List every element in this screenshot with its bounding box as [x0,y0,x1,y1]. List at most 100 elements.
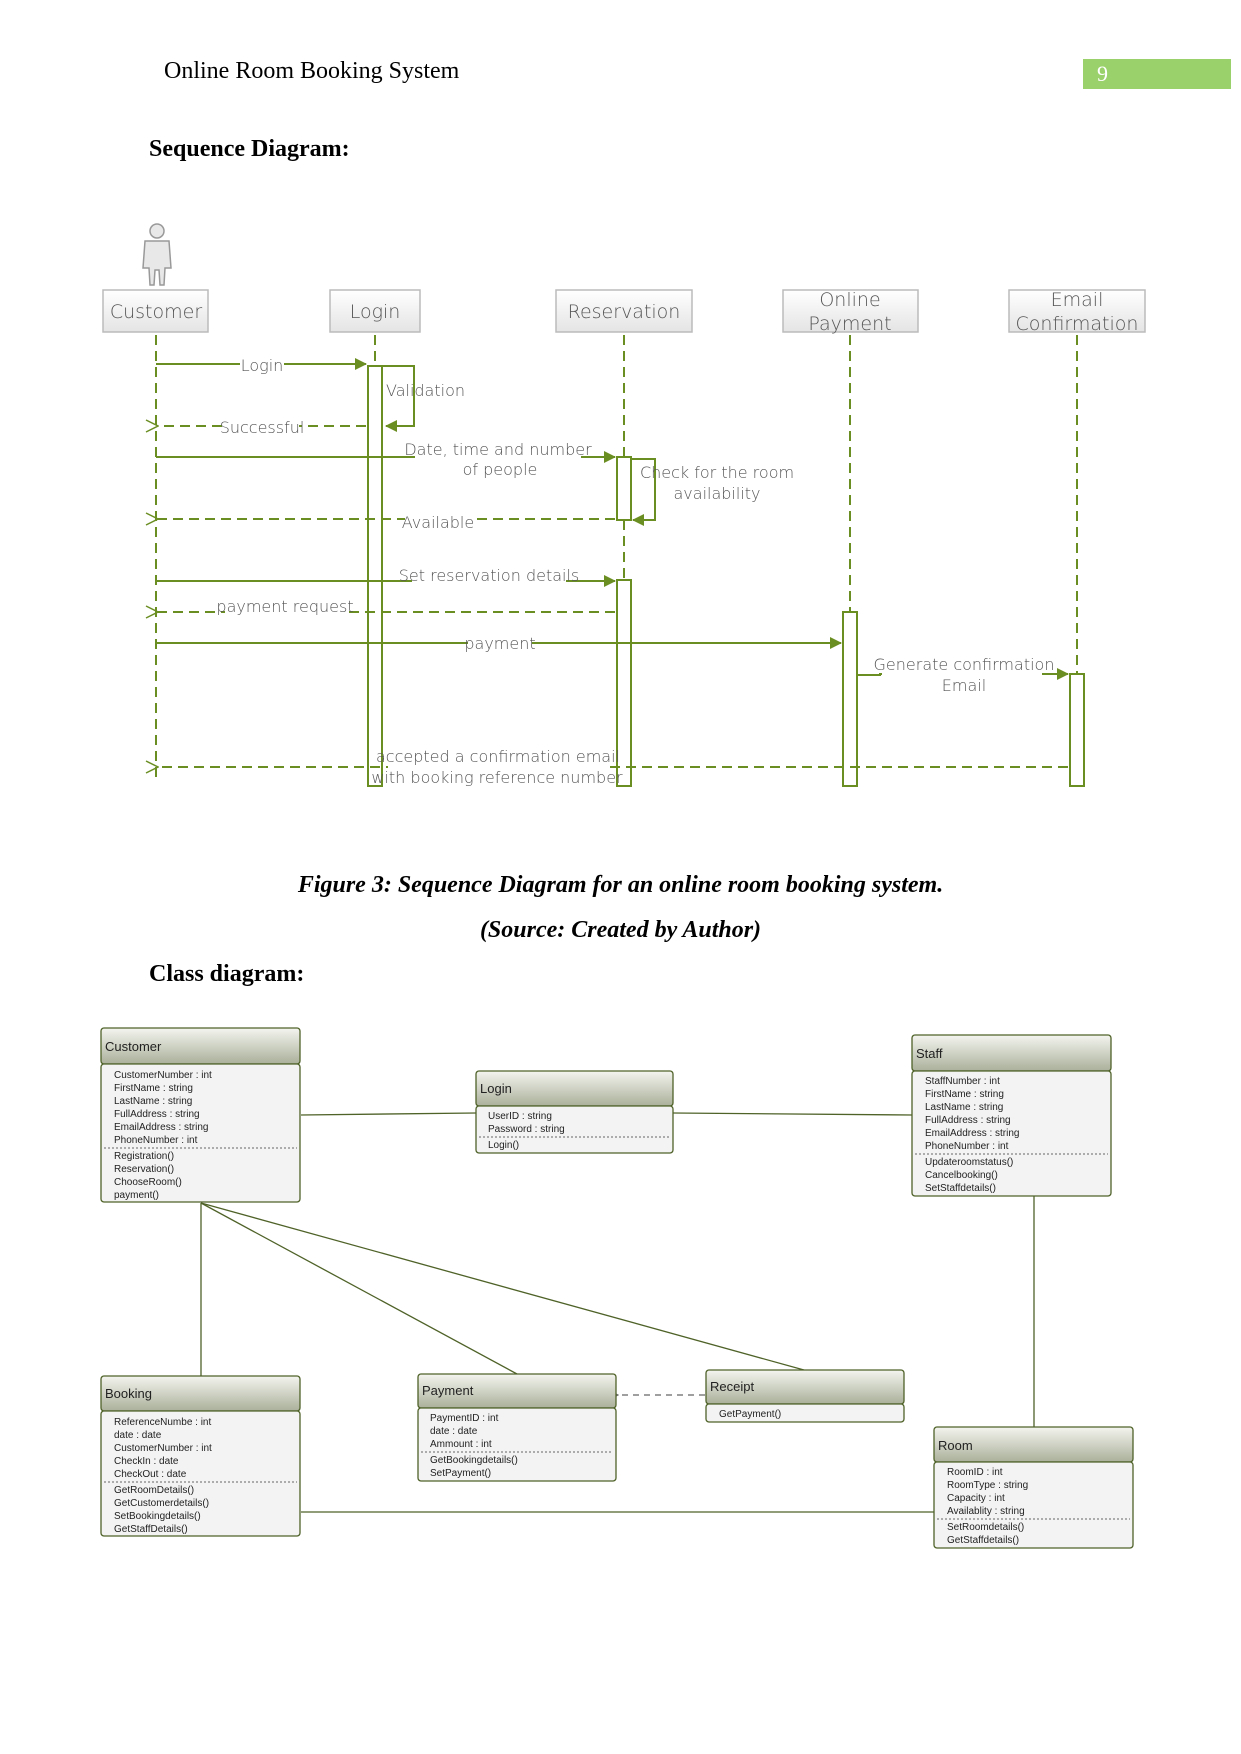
class-login-name: Login [480,1081,512,1096]
message-check-room-arrow [631,458,656,526]
class-customer-method-1: Reservation() [114,1164,174,1175]
class-booking-attr-0: ReferenceNumbe : int [114,1417,211,1428]
message-validation-arrow [382,365,415,432]
class-payment-method-1: SetPayment() [430,1468,491,1479]
class-customer-method-3: payment() [114,1190,159,1201]
class-staff-method-1: Cancelbooking() [925,1170,998,1181]
message-set-reservation-label: Set reservation details [399,566,580,585]
class-diagram-heading: Class diagram: [149,961,305,987]
class-booking-method-2: SetBookingdetails() [114,1511,201,1522]
lifeline-label-login: Login [350,301,401,323]
class-room-method-1: GetStaffdetails() [947,1535,1019,1546]
class-login-attr-0: UserID : string [488,1111,552,1122]
class-payment-attr-1: date : date [430,1426,478,1437]
class-payment-name: Payment [422,1383,474,1398]
message-available-label: Available [402,513,474,532]
class-payment-attr-0: PaymentID : int [430,1413,499,1424]
actor-customer-icon [142,223,172,286]
class-customer-attr-4: EmailAddress : string [114,1122,208,1133]
activation-online-payment [842,611,858,787]
class-receipt: Receipt GetPayment() [705,1369,905,1423]
class-room-name: Room [938,1438,973,1453]
class-receipt-method-0: GetPayment() [719,1409,781,1420]
class-customer: Customer CustomerNumber : int FirstName … [100,1027,301,1203]
assoc-customer-receipt [200,1202,805,1371]
class-booking-attr-1: date : date [114,1430,162,1441]
class-login-attr-1: Password : string [488,1124,565,1135]
class-payment-attr-2: Ammount : int [430,1439,492,1450]
class-staff-attr-3: FullAddress : string [925,1115,1011,1126]
lifeline-label-reservation: Reservation [568,301,681,323]
lifeline-label-email-2: Confirmation [1016,313,1139,335]
class-booking-method-1: GetCustomerdetails() [114,1498,209,1509]
lifeline-label-email-1: Email [1051,289,1104,311]
class-customer-attr-2: LastName : string [114,1096,192,1107]
lifeline-label-customer: Customer [110,301,202,323]
lifeline-head-email-confirmation: Email Confirmation [1008,289,1146,335]
assoc-customer-login [300,1112,477,1116]
class-staff-attr-4: EmailAddress : string [925,1128,1019,1139]
class-room-attr-1: RoomType : string [947,1480,1028,1491]
class-booking-method-0: GetRoomDetails() [114,1485,194,1496]
lifeline-head-reservation: Reservation [555,289,693,333]
class-customer-attr-1: FirstName : string [114,1083,193,1094]
message-check-room-label-2: availability [673,484,760,503]
message-validation-label: Validation [386,381,465,400]
class-customer-method-0: Registration() [114,1151,174,1162]
class-staff-attr-2: LastName : string [925,1102,1003,1113]
lifeline-label-online-payment-2: Payment [808,313,891,335]
message-payment-label: payment [464,634,535,653]
lifeline-head-customer: Customer [102,289,209,333]
class-room-attr-2: Capacity : int [947,1493,1005,1504]
message-payment-request-label: payment request [216,597,353,616]
class-staff-name: Staff [916,1046,943,1061]
message-generate-email-label-1: Generate confirmation [874,655,1055,674]
lifeline-head-online-payment: Online Payment [782,289,919,335]
message-accepted-email-label-2: with booking reference number [371,768,623,787]
class-customer-method-2: ChooseRoom() [114,1177,182,1188]
class-room-attr-3: Availablity : string [947,1506,1025,1517]
figure-caption: Figure 3: Sequence Diagram for an online… [297,872,944,898]
assoc-login-staff [672,1112,913,1116]
class-booking-attr-4: CheckOut : date [114,1469,187,1480]
class-customer-attr-5: PhoneNumber : int [114,1135,198,1146]
message-date-time-label-2: of people [463,460,538,479]
class-booking-attr-3: CheckIn : date [114,1456,179,1467]
class-payment-method-0: GetBookingdetails() [430,1455,518,1466]
sequence-heading: Sequence Diagram: [149,136,350,162]
message-generate-email-label-2: Email [942,676,986,695]
class-customer-attr-3: FullAddress : string [114,1109,200,1120]
class-booking-method-3: GetStaffDetails() [114,1524,188,1535]
class-staff-method-2: SetStaffdetails() [925,1183,996,1194]
activation-login [367,365,383,787]
page-header-title: Online Room Booking System [164,58,460,84]
message-check-room-label-1: Check for the room [640,463,794,482]
assoc-customer-payment [200,1202,518,1375]
lifeline-label-online-payment-1: Online [819,289,880,311]
class-room-attr-0: RoomID : int [947,1467,1003,1478]
activation-email [1069,673,1085,787]
class-room-method-0: SetRoomdetails() [947,1522,1024,1533]
message-accepted-email-label-1: accepted a confirmation email [376,747,620,766]
class-booking-attr-2: CustomerNumber : int [114,1443,212,1454]
class-payment: Payment PaymentID : int date : date Ammo… [417,1373,617,1482]
class-staff-attr-0: StaffNumber : int [925,1076,1000,1087]
class-staff-method-0: Updateroomstatus() [925,1157,1013,1168]
class-staff-attr-5: PhoneNumber : int [925,1141,1009,1152]
activation-reservation-1 [616,456,632,521]
class-staff: Staff StaffNumber : int FirstName : stri… [911,1034,1112,1197]
class-customer-name: Customer [105,1039,162,1054]
class-room: Room RoomID : int RoomType : string Capa… [933,1426,1134,1549]
class-booking: Booking ReferenceNumbe : int date : date… [100,1375,301,1537]
class-booking-name: Booking [105,1386,152,1401]
class-login-method-0: Login() [488,1140,519,1151]
class-customer-attr-0: CustomerNumber : int [114,1070,212,1081]
figure-source: (Source: Created by Author) [479,917,762,943]
class-login: Login UserID : string Password : string … [475,1070,674,1154]
class-staff-attr-1: FirstName : string [925,1089,1004,1100]
message-date-time-label-1: Date, time and number [404,440,592,459]
message-successful-label: Successful [220,418,305,437]
lifeline-head-login: Login [329,289,421,333]
activation-reservation-2 [616,579,632,787]
